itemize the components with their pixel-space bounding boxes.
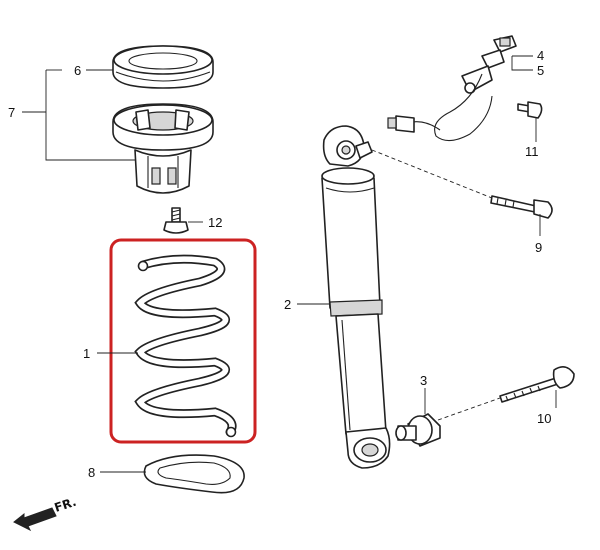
callout-11: 11 [525,144,539,159]
front-direction-marker: FR. [13,495,78,532]
callout-6: 6 [74,63,81,78]
callout-12: 12 [208,215,222,230]
callout-9: 9 [535,240,542,255]
part-12-bolt[interactable] [163,207,189,234]
part-4-5-height-sensor[interactable] [387,35,517,142]
front-arrow-icon [13,507,57,532]
part-8-lower-spring-seat[interactable] [143,454,245,494]
callout-4: 4 [537,48,544,63]
callout-7: 7 [8,105,15,120]
callout-2: 2 [284,297,291,312]
callout-5: 5 [537,63,544,78]
callout-numbers: 1 2 3 4 5 6 7 8 9 10 11 12 [8,48,551,480]
part-7-upper-mount[interactable] [112,103,214,194]
part-6-upper-spring-seat[interactable] [112,45,214,89]
part-9-upper-bolt[interactable] [490,195,553,219]
callout-10: 10 [537,411,551,426]
part-11-small-bolt[interactable] [517,101,543,119]
leader-lines [22,55,557,473]
callout-3: 3 [420,373,427,388]
part-1-coil-spring[interactable] [109,238,257,444]
callout-8: 8 [88,465,95,480]
part-3-bushing[interactable] [395,413,441,447]
part-2-shock-absorber[interactable] [321,125,391,469]
callout-1: 1 [83,346,90,361]
part-10-long-bolt[interactable] [499,366,575,403]
highlight-box [109,238,257,444]
front-label: FR. [53,495,78,515]
